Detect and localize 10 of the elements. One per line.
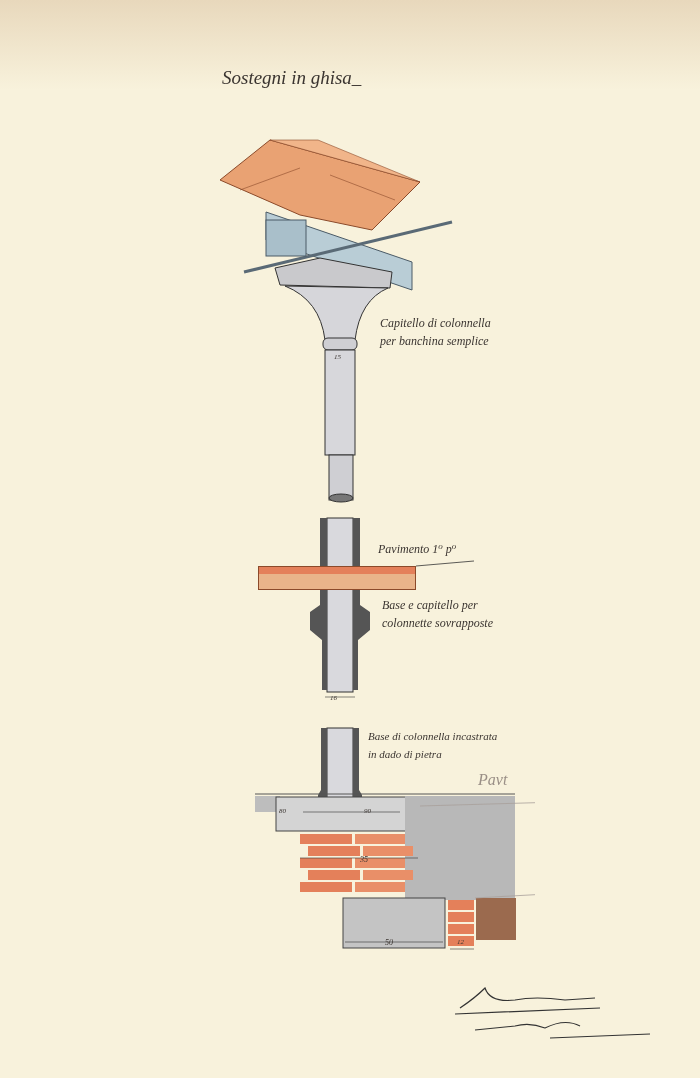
dimension-label: 50 xyxy=(385,937,393,949)
annotation: Pavt xyxy=(478,770,509,790)
annotation: Base e capitello per colonnette sovrapposte xyxy=(382,597,494,632)
dimension-label: 35 xyxy=(360,854,368,866)
leader-line xyxy=(415,560,475,567)
annotation: Base di colonnella incastrata in dado di pietra xyxy=(368,729,499,762)
callout-text: Pavimento 1$^{o}$ p$^{o}$ xyxy=(378,540,457,558)
annotation: Capitello di colonnella per banchina semplice xyxy=(380,315,492,350)
title: Sostegni in ghisa_ xyxy=(222,66,362,90)
floor-boards xyxy=(258,566,416,590)
